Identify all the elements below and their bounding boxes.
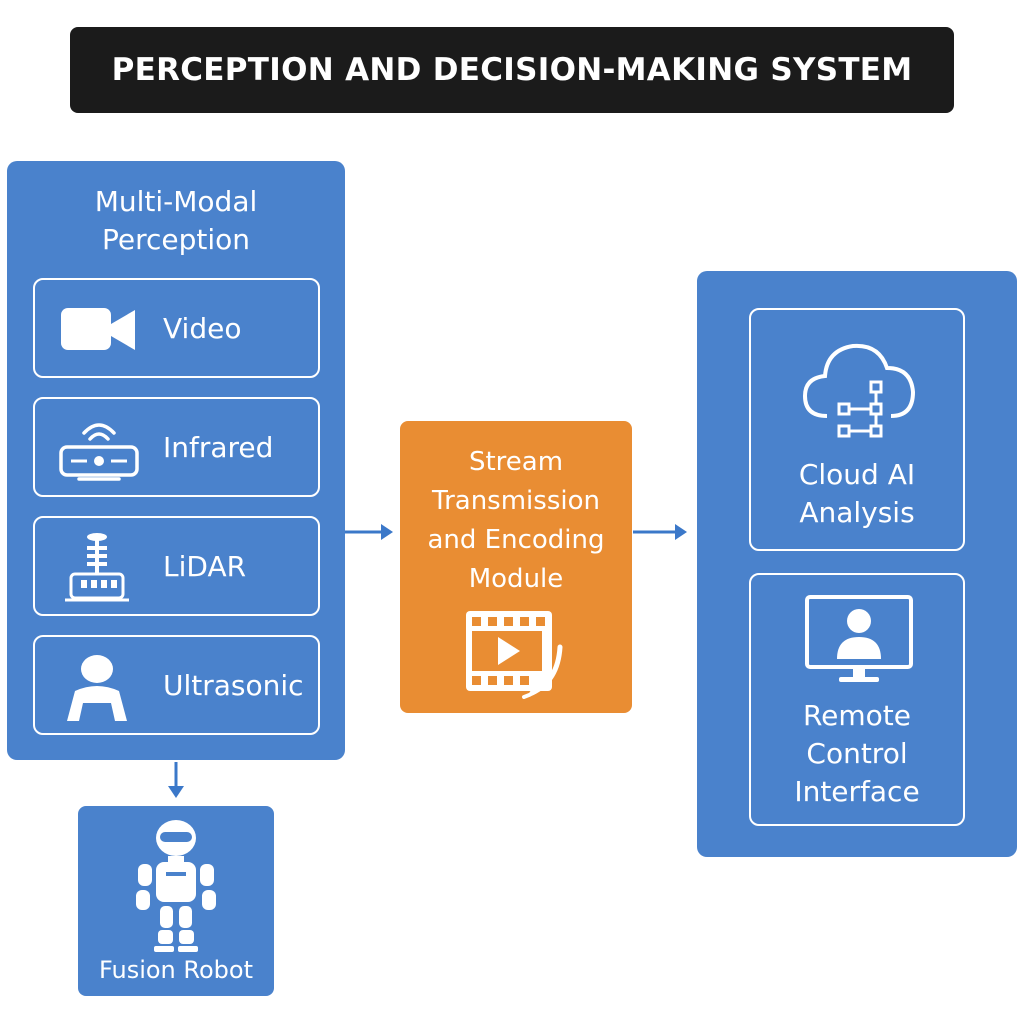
cloud-ai-label: Cloud AI Analysis bbox=[798, 458, 916, 529]
sensor-label: LiDAR bbox=[163, 549, 247, 583]
perception-heading: Multi-Modal Perception bbox=[94, 185, 258, 256]
stream-module: Stream Transmission and Encoding Module bbox=[400, 421, 632, 713]
sensor-label: Infrared bbox=[163, 430, 274, 464]
arrow-perception-to-robot bbox=[168, 762, 184, 798]
perception-panel: Multi-Modal Perception Video Infrared bbox=[7, 161, 345, 760]
sensor-infrared: Infrared bbox=[33, 397, 320, 497]
ultrasonic-person-icon bbox=[67, 655, 127, 721]
diagram-title: PERCEPTION AND DECISION-MAKING SYSTEM bbox=[111, 52, 913, 88]
cloud-network-icon bbox=[802, 343, 916, 438]
cloud-panel: Cloud AI Analysis Remote Control Interfa… bbox=[697, 271, 1017, 857]
robot-icon bbox=[136, 820, 216, 952]
remote-control-card: Remote Control Interface bbox=[749, 573, 965, 826]
title-bar: PERCEPTION AND DECISION-MAKING SYSTEM bbox=[70, 27, 954, 113]
sensor-video: Video bbox=[33, 278, 320, 378]
monitor-user-icon bbox=[805, 595, 913, 682]
sensor-ultrasonic: Ultrasonic bbox=[33, 635, 320, 735]
fusion-robot-box: Fusion Robot bbox=[78, 806, 274, 996]
video-camera-icon bbox=[61, 308, 135, 350]
fusion-robot-label: Fusion Robot bbox=[98, 956, 253, 984]
sensor-lidar: LiDAR bbox=[33, 516, 320, 616]
cloud-ai-analysis-card: Cloud AI Analysis bbox=[749, 308, 965, 551]
infrared-sensor-icon bbox=[59, 423, 139, 481]
arrow-stream-to-cloud bbox=[633, 524, 687, 540]
stream-module-label: Stream Transmission and Encoding Module bbox=[427, 447, 605, 594]
sensor-label: Video bbox=[163, 311, 242, 345]
sensor-label: Ultrasonic bbox=[163, 668, 304, 702]
remote-control-label: Remote Control Interface bbox=[794, 699, 920, 808]
video-film-play-icon bbox=[466, 611, 563, 699]
arrow-perception-to-stream bbox=[345, 524, 393, 540]
lidar-icon bbox=[65, 533, 129, 602]
